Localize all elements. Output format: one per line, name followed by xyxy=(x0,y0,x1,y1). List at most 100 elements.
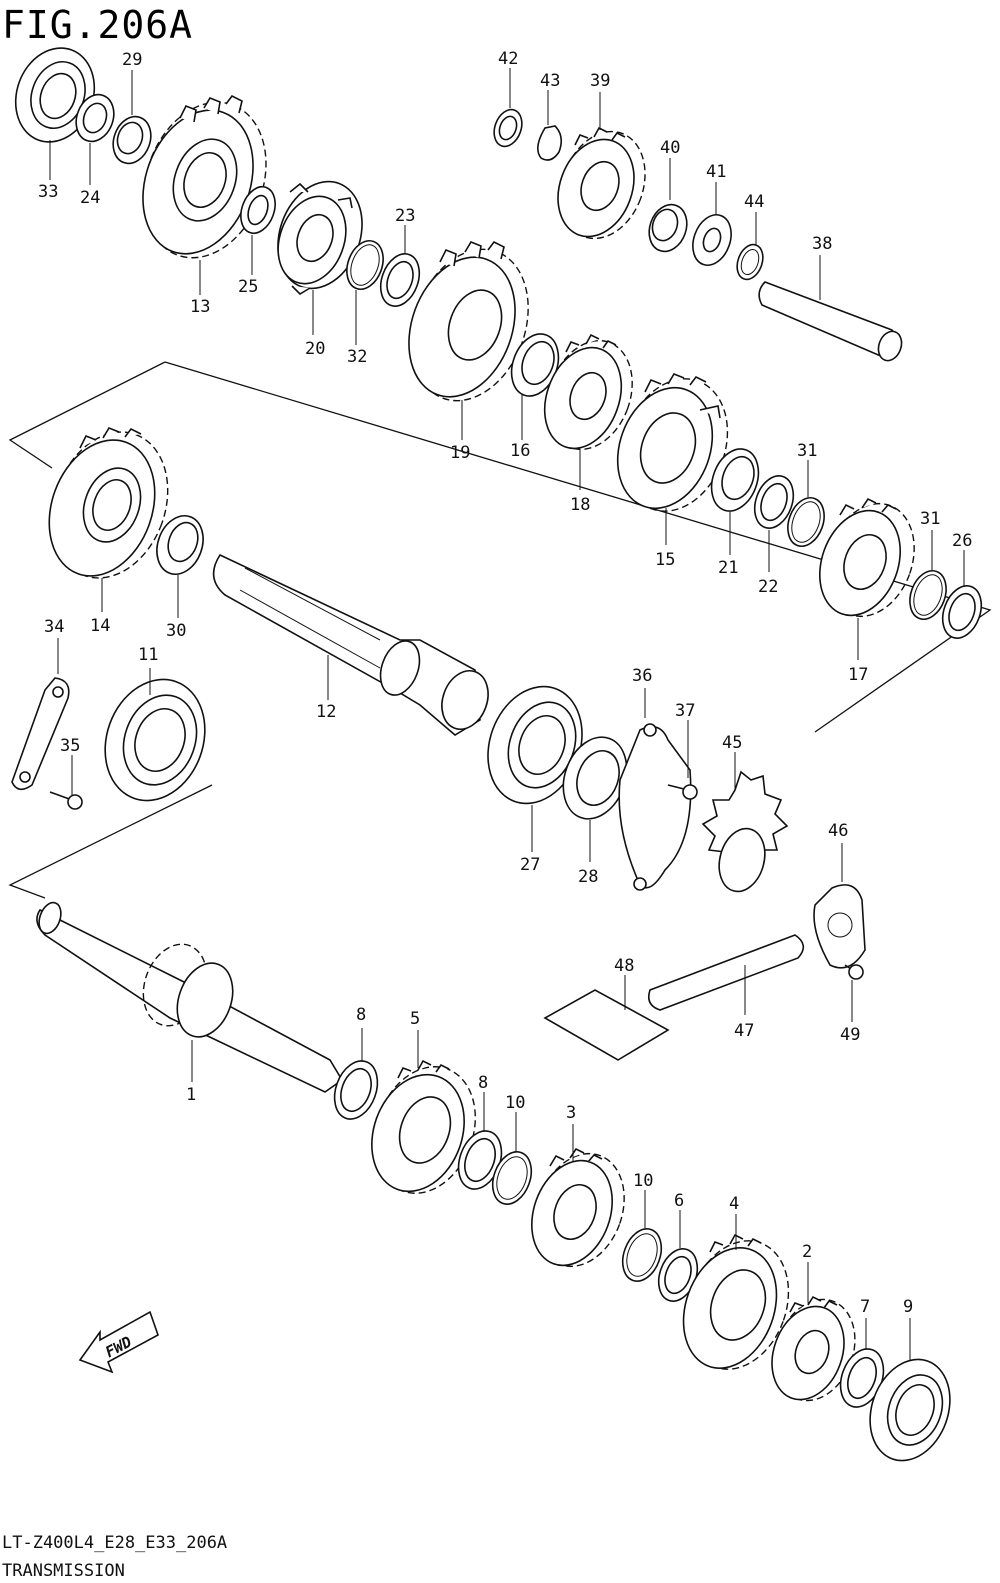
callout-47: 47 xyxy=(734,1021,754,1041)
callout-19: 19 xyxy=(450,443,470,463)
part-34-link-plate[interactable] xyxy=(11,638,70,791)
part-44-circlip[interactable] xyxy=(733,212,768,283)
callout-34: 34 xyxy=(44,617,64,637)
part-23-washer[interactable] xyxy=(374,225,426,312)
part-3-shift-gear[interactable] xyxy=(518,1124,639,1279)
part-47-chain[interactable] xyxy=(647,934,805,1015)
part-25-washer[interactable] xyxy=(235,182,281,275)
callout-45: 45 xyxy=(722,733,742,753)
callout-25: 25 xyxy=(238,277,258,297)
callout-8-b: 8 xyxy=(478,1073,488,1093)
part-11-bearing[interactable] xyxy=(89,665,222,814)
part-10-circlip-b[interactable] xyxy=(616,1190,668,1287)
part-12-countershaft[interactable] xyxy=(212,553,496,736)
callout-8-a: 8 xyxy=(356,1005,366,1025)
callout-28: 28 xyxy=(578,867,598,887)
callout-24: 24 xyxy=(80,188,100,208)
callout-38: 38 xyxy=(812,234,832,254)
callout-32: 32 xyxy=(347,347,367,367)
part-17-gear[interactable] xyxy=(806,491,929,660)
callout-43: 43 xyxy=(540,71,560,91)
part-4-gear[interactable] xyxy=(667,1214,805,1383)
part-36-gasket-plate[interactable] xyxy=(618,688,692,891)
part-40-bushing[interactable] xyxy=(643,158,693,257)
part-24-washer[interactable] xyxy=(70,89,120,185)
part-18-gear[interactable] xyxy=(531,329,646,490)
callout-3: 3 xyxy=(566,1103,576,1123)
part-33-bearing[interactable] xyxy=(3,37,107,180)
callout-9: 9 xyxy=(903,1297,913,1317)
part-45-sprocket[interactable] xyxy=(701,752,789,897)
callout-13: 13 xyxy=(190,297,210,317)
callout-10-b: 10 xyxy=(633,1171,653,1191)
group-boundary-countershaft xyxy=(8,361,992,733)
callout-20: 20 xyxy=(305,339,325,359)
figure-title: FIG.206A xyxy=(2,3,193,47)
callout-40: 40 xyxy=(660,138,680,158)
part-22-washer[interactable] xyxy=(748,470,800,572)
callout-39: 39 xyxy=(590,71,610,91)
part-8-washer-a[interactable] xyxy=(327,1028,385,1125)
callout-14: 14 xyxy=(90,616,110,636)
callout-7: 7 xyxy=(860,1297,870,1317)
part-41-washer[interactable] xyxy=(686,182,738,271)
callout-41: 41 xyxy=(706,162,726,182)
callout-35: 35 xyxy=(60,736,80,756)
part-49-bolt[interactable] xyxy=(844,964,864,1022)
callout-12: 12 xyxy=(316,702,336,722)
part-37-screw[interactable] xyxy=(667,720,698,800)
part-38-shaft[interactable] xyxy=(758,255,905,364)
callout-29: 29 xyxy=(122,50,142,70)
callout-17: 17 xyxy=(848,665,868,685)
callout-30: 30 xyxy=(166,621,186,641)
callout-23: 23 xyxy=(395,206,415,226)
fwd-arrow-icon: FWD xyxy=(78,1310,159,1374)
part-28-oil-seal[interactable] xyxy=(552,728,637,862)
callout-42: 42 xyxy=(498,49,518,69)
part-8-washer-b[interactable] xyxy=(451,1092,509,1195)
part-32-circlip[interactable] xyxy=(340,236,389,345)
callout-27: 27 xyxy=(520,855,540,875)
part-46-plate[interactable] xyxy=(813,843,866,969)
callout-1: 1 xyxy=(186,1085,196,1105)
callout-31-lower: 31 xyxy=(920,509,940,529)
part-6-washer[interactable] xyxy=(652,1210,704,1307)
callout-44: 44 xyxy=(744,192,764,212)
part-1-mainshaft[interactable] xyxy=(35,900,344,1093)
model-code: LT-Z400L4_E28_E33_206A xyxy=(2,1533,227,1553)
part-29-bushing[interactable] xyxy=(107,70,157,169)
part-21-needle-bearing[interactable] xyxy=(703,442,766,555)
part-9-bearing[interactable] xyxy=(857,1318,964,1472)
callout-26: 26 xyxy=(952,531,972,551)
part-31-circlip-lower[interactable] xyxy=(903,530,952,624)
part-2-gear[interactable] xyxy=(760,1262,869,1412)
part-35-screw[interactable] xyxy=(49,755,83,810)
part-5-gear[interactable] xyxy=(356,1030,492,1207)
callout-15: 15 xyxy=(655,550,675,570)
part-16-needle-bearing[interactable] xyxy=(503,327,566,440)
callout-46: 46 xyxy=(828,821,848,841)
part-30-bushing[interactable] xyxy=(149,509,211,618)
group-boundary-driveshaft xyxy=(8,784,213,899)
part-15-shift-gear[interactable] xyxy=(602,364,746,545)
callout-22: 22 xyxy=(758,577,778,597)
part-20-shift-gear[interactable] xyxy=(264,170,377,335)
callout-4: 4 xyxy=(729,1194,739,1214)
part-42-washer[interactable] xyxy=(489,68,526,150)
callout-11: 11 xyxy=(138,645,158,665)
part-48-chain-joint-kit[interactable] xyxy=(543,975,670,1061)
part-14-gear[interactable] xyxy=(31,416,187,612)
callout-labels: 29 33 24 13 25 20 32 23 42 43 39 40 41 4… xyxy=(38,49,972,1317)
callout-21: 21 xyxy=(718,558,738,578)
callout-33: 33 xyxy=(38,182,58,202)
part-10-circlip-a[interactable] xyxy=(486,1112,538,1210)
callout-16: 16 xyxy=(510,441,530,461)
part-31-circlip-upper[interactable] xyxy=(781,460,830,551)
part-39-gear[interactable] xyxy=(545,92,659,250)
callout-10-a: 10 xyxy=(505,1093,525,1113)
part-43-keyed-washer[interactable] xyxy=(537,90,563,161)
part-26-washer[interactable] xyxy=(936,550,988,644)
section-title: TRANSMISSION xyxy=(2,1561,125,1581)
callout-2: 2 xyxy=(802,1242,812,1262)
part-7-washer[interactable] xyxy=(833,1318,891,1413)
